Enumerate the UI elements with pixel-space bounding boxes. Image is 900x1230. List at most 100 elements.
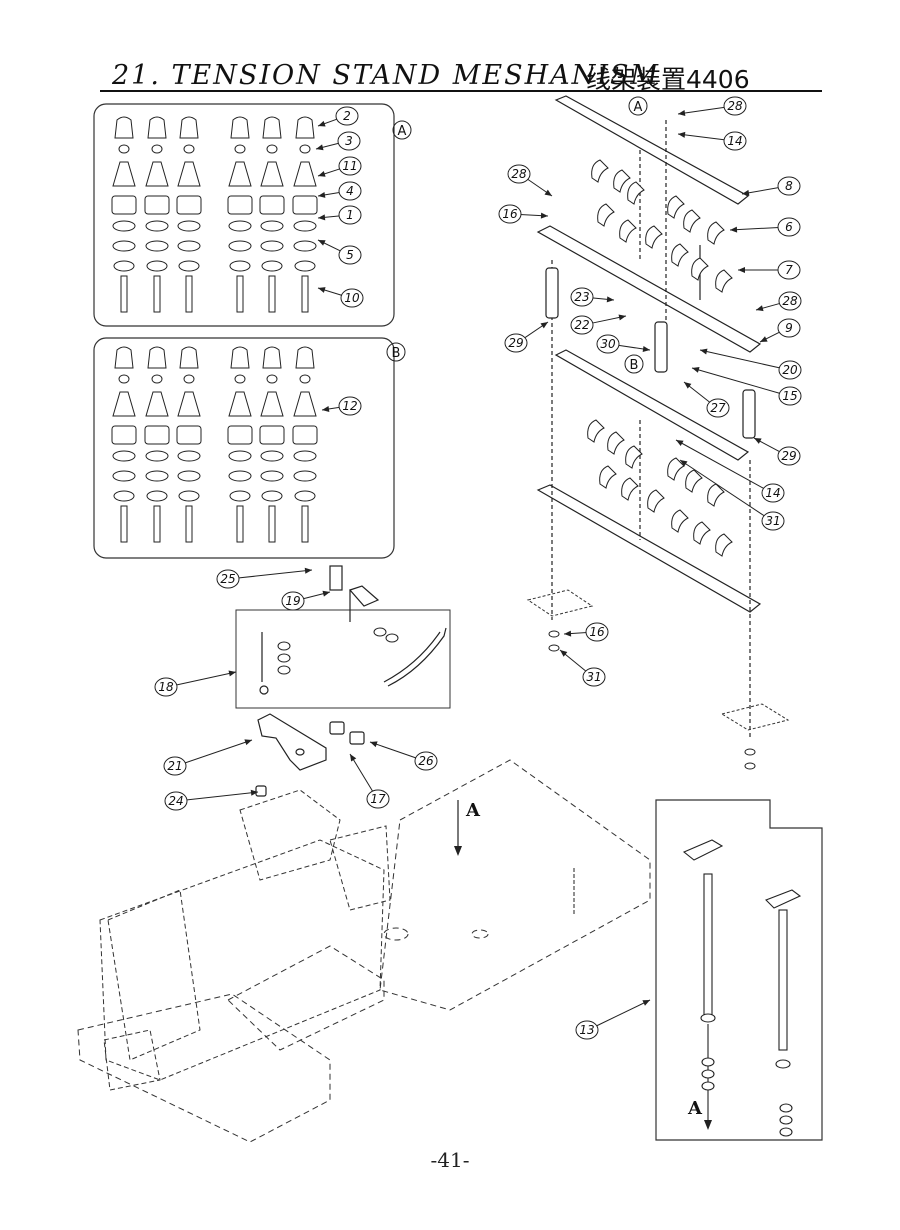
- thread-stand-box: [655, 799, 823, 1141]
- callout-n20: 20: [699, 348, 802, 380]
- callout-circle: [216, 569, 240, 589]
- leader-arrowhead: [540, 212, 548, 219]
- thread-guide-hook: [591, 159, 609, 183]
- thread-guide-hook: [647, 489, 665, 513]
- leader-line: [237, 569, 313, 579]
- callout-number: 21: [167, 759, 182, 773]
- thread-guide-hook: [707, 221, 725, 245]
- callout-n5: 5: [317, 239, 362, 265]
- tension-assembly: [111, 116, 137, 313]
- callout-circle: [761, 483, 785, 503]
- callout-number: 27: [710, 401, 726, 415]
- callout-n6: 6: [729, 217, 801, 237]
- thread-guide-hook: [671, 243, 689, 267]
- callout-n10: 10: [317, 287, 364, 308]
- thread-guide-hook: [707, 483, 725, 507]
- callout-n8: 8: [741, 176, 801, 196]
- callout-circle: [164, 791, 188, 811]
- leader-arrowhead: [606, 296, 614, 303]
- callout-number: 14: [765, 486, 780, 500]
- leader-arrowhead: [318, 191, 326, 198]
- callout-number: 29: [508, 336, 523, 350]
- group-b-letter: B: [392, 346, 401, 361]
- leader-line: [699, 349, 781, 369]
- callout-circle: [777, 446, 801, 466]
- leader-line: [729, 226, 780, 231]
- leader-arrowhead: [754, 438, 762, 444]
- leader-arrowhead: [676, 440, 684, 446]
- callout-circle: [337, 131, 361, 151]
- leader-arrowhead: [322, 406, 330, 412]
- leader-line: [677, 133, 726, 141]
- callout-circle: [340, 288, 364, 308]
- leader-arrowhead: [540, 322, 548, 329]
- tension-assembly: [144, 346, 170, 543]
- release-unit-nuts: [277, 627, 399, 675]
- rack-mount-brackets: [526, 589, 790, 731]
- callout-n28b: 28: [507, 164, 553, 197]
- callout-circle: [778, 386, 802, 406]
- callout-circle: [570, 287, 594, 307]
- leader-arrowhead: [618, 314, 626, 321]
- leader-arrowhead: [642, 346, 650, 352]
- thread-guide-hook: [693, 521, 711, 545]
- thread-guide-hook: [627, 181, 645, 205]
- tension-assembly: [227, 116, 253, 313]
- callout-number: 16: [502, 207, 518, 221]
- leader-arrowhead: [544, 189, 552, 196]
- leader-arrowhead: [316, 144, 324, 151]
- callout-circle: [596, 334, 620, 354]
- leader-arrowhead: [318, 171, 326, 177]
- rack-nuts: [548, 630, 756, 770]
- leader-arrowhead: [680, 460, 688, 467]
- callout-n1: 1: [317, 205, 362, 225]
- thread-guide-hook: [671, 509, 689, 533]
- thread-release-wire: [259, 565, 447, 695]
- mount-bracket: [255, 713, 365, 797]
- thread-guide-hook: [597, 203, 615, 227]
- callout-n28a: 28: [677, 96, 747, 116]
- group-a-letter: A: [398, 124, 407, 139]
- callout-circle: [338, 205, 362, 225]
- leader-arrowhead: [678, 131, 686, 138]
- leader-arrowhead: [318, 214, 326, 221]
- leader-arrowhead: [560, 650, 568, 657]
- thread-guide-hook: [599, 465, 617, 489]
- callout-n25: 25: [216, 567, 313, 589]
- callout-n29b: 29: [753, 437, 801, 466]
- leader-line: [175, 671, 237, 686]
- thread-guide-hook: [715, 269, 733, 293]
- callout-circle: [338, 245, 362, 265]
- leader-arrowhead: [318, 287, 326, 293]
- tension-group-a-box: [93, 103, 395, 327]
- callout-n19: 19: [281, 590, 331, 611]
- callout-n12: 12: [321, 396, 362, 416]
- callout-number: 16: [589, 625, 605, 639]
- callout-number: 23: [574, 290, 589, 304]
- callout-circle: [706, 398, 730, 418]
- callout-n30: 30: [596, 334, 651, 354]
- callout-number: 15: [782, 389, 797, 403]
- callout-n31a: 31: [679, 459, 785, 531]
- callout-number: 9: [785, 321, 793, 335]
- callout-number: 17: [370, 792, 386, 806]
- callout-n4: 4: [317, 181, 362, 201]
- callout-circle: [575, 1020, 599, 1040]
- leader-arrowhead: [700, 348, 708, 355]
- tension-assembly: [292, 116, 318, 313]
- callout-number: 2: [343, 109, 351, 123]
- thread-guide-hook: [645, 225, 663, 249]
- callout-number: 12: [342, 399, 357, 413]
- callout-number: 31: [586, 670, 601, 684]
- callout-n14b: 14: [675, 439, 785, 503]
- callout-number: 5: [346, 248, 354, 262]
- callout-circle: [335, 106, 359, 126]
- machine-head-outline: [99, 789, 391, 1091]
- thread-stand-rods: [682, 839, 802, 1137]
- leader-arrowhead: [318, 120, 326, 127]
- leader-arrowhead: [244, 739, 252, 746]
- tension-assembly: [144, 116, 170, 313]
- leader-line: [184, 739, 253, 764]
- leader-line: [675, 439, 765, 490]
